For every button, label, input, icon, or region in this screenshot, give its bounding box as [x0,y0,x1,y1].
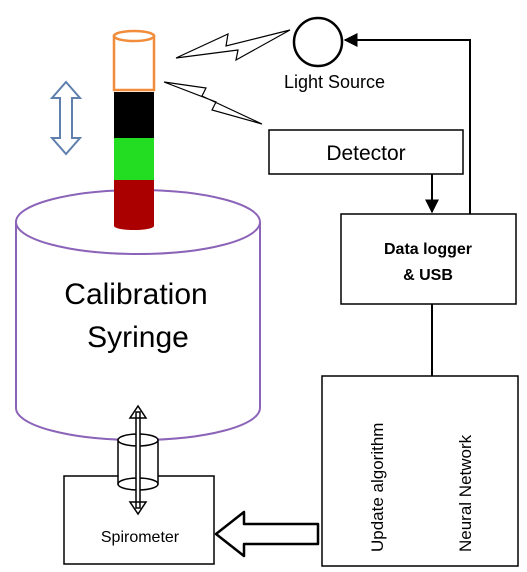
piston-bottom-cap [114,222,154,230]
piston-tube [112,29,156,230]
detector-box [268,129,464,175]
airflow-double-arrow-icon [128,404,148,516]
update-algorithm-label: Update algorithm [368,423,387,552]
spirometer-label: Spirometer [101,529,180,546]
algorithm-box [321,375,519,567]
piston-clear-segment [112,34,156,92]
datalogger-label-line2: & USB [403,267,453,284]
syringe-label-line2: Syringe [87,321,189,354]
datalogger-to-light-source-connector [343,33,471,214]
syringe-label-line1: Calibration [64,278,207,311]
light-source-circle [292,16,344,68]
vertical-double-arrow-icon [49,80,83,156]
light-source-label: Light Source [284,72,385,92]
datalogger-box [340,213,517,305]
datalogger-label-line1: Data logger [384,241,472,258]
piston-top-cap [112,29,156,43]
lightning-bolt-lower-icon [163,81,263,125]
neural-network-label: Neural Network [456,434,475,552]
algorithm-to-spirometer-arrow-icon [214,510,320,558]
detector-label: Detector [326,142,405,165]
lightning-bolt-upper-icon [175,29,291,62]
piston-green-segment [114,138,154,180]
piston-black-segment [114,92,154,138]
piston-red-segment [114,180,154,226]
